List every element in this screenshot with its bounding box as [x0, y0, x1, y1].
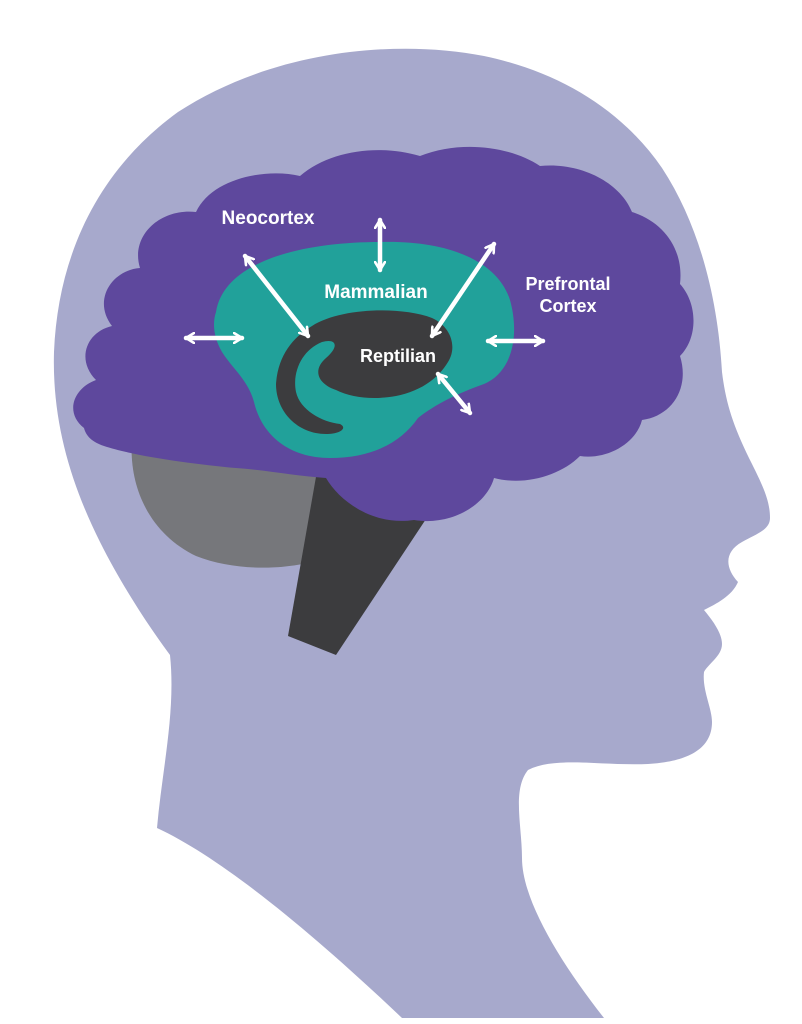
arrow-upper-right-icon: [429, 241, 497, 339]
label-cortex: Cortex: [539, 296, 596, 316]
label-neocortex: Neocortex: [222, 208, 315, 229]
label-reptilian: Reptilian: [360, 346, 436, 366]
brainstem: [288, 420, 428, 655]
arrow-lower-right-icon: [435, 371, 473, 416]
label-prefrontal: Prefrontal: [525, 274, 610, 294]
arrow-upper-left-icon: [242, 253, 311, 339]
reptilian-region: [276, 310, 453, 434]
arrows: [183, 217, 546, 416]
label-mammalian: Mammalian: [324, 282, 427, 303]
